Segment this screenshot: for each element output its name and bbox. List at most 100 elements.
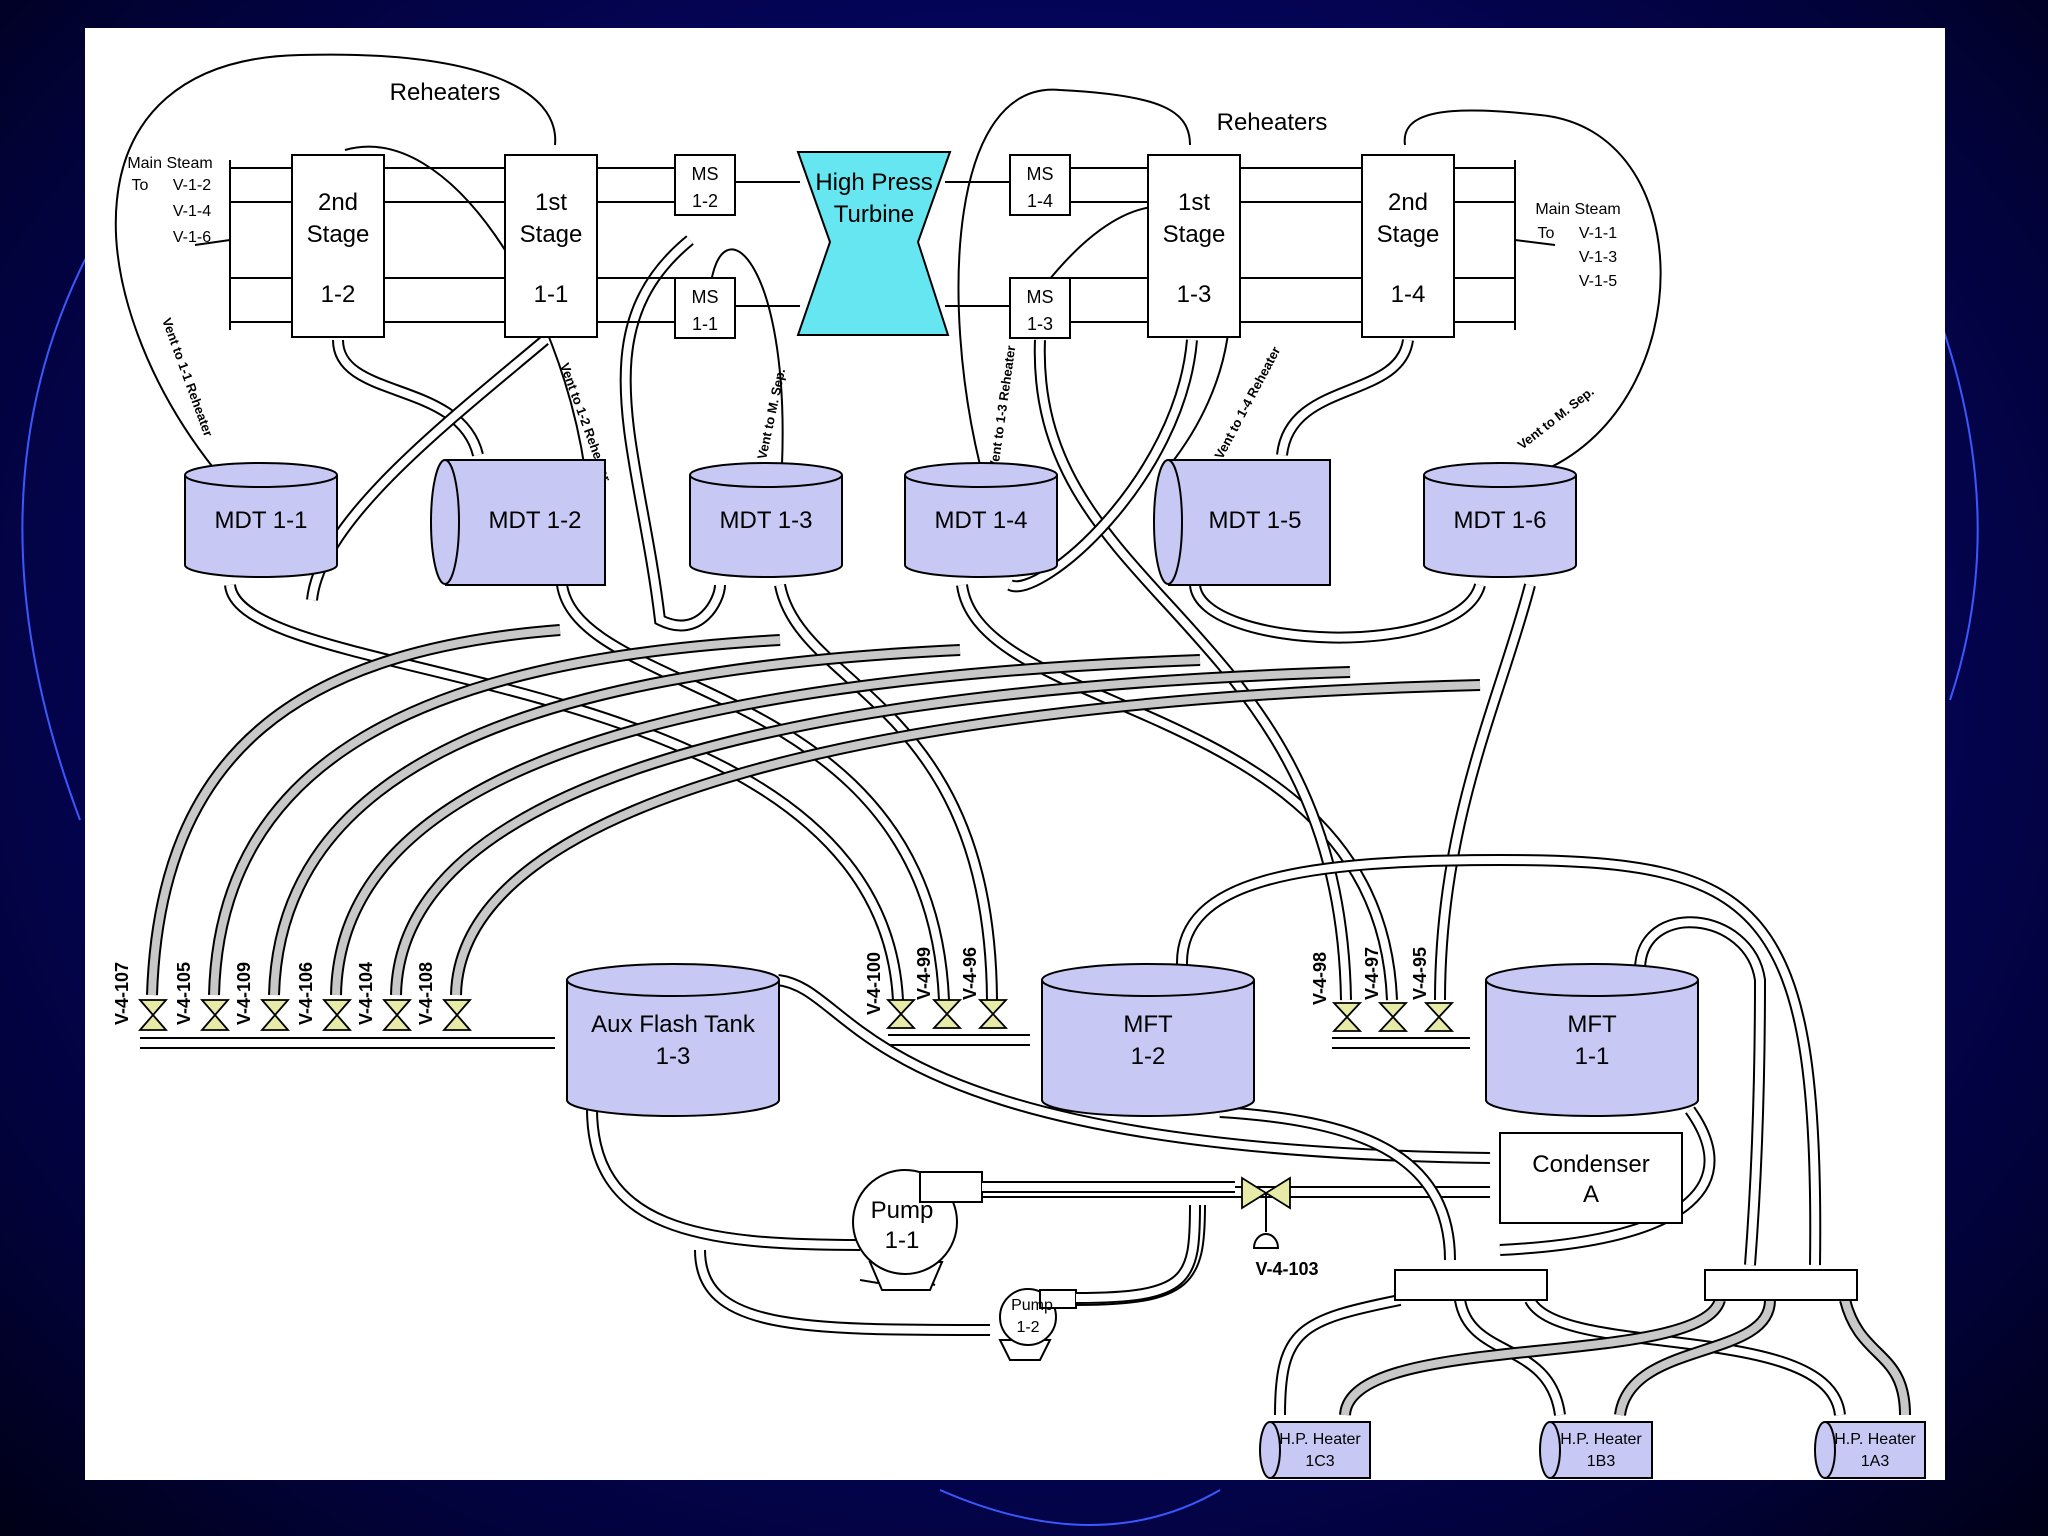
hp-heater-1c3: H.P. Heater 1C3 [1259, 1421, 1371, 1479]
svg-text:1st: 1st [535, 189, 567, 216]
svg-text:1-4: 1-4 [1027, 191, 1053, 211]
svg-text:1-1: 1-1 [534, 281, 569, 308]
svg-text:1B3: 1B3 [1587, 1453, 1616, 1470]
svg-text:MS: MS [1027, 164, 1054, 184]
svg-text:MS: MS [692, 287, 719, 307]
svg-text:High Press: High Press [815, 169, 932, 196]
control-valve-v-4-103[interactable]: V-4-103 [1241, 1176, 1319, 1279]
moisture-separator-1-3: MS 1-3 [1009, 277, 1071, 339]
svg-text:Stage: Stage [307, 221, 370, 248]
svg-text:1-4: 1-4 [1391, 281, 1426, 308]
valve-group-right: V-4-98 V-4-97 V-4-95 [1310, 947, 1455, 1032]
valve-v-4-99[interactable] [931, 999, 963, 1029]
svg-text:1-2: 1-2 [1131, 1043, 1166, 1070]
valve-v-4-106[interactable] [322, 999, 352, 1031]
svg-text:V-4-97: V-4-97 [1362, 947, 1382, 1000]
mdt-1-6: MDT 1-6 [1423, 462, 1577, 578]
svg-text:1A3: 1A3 [1861, 1453, 1890, 1470]
svg-text:V-4-109: V-4-109 [234, 962, 254, 1025]
valve-v-4-109[interactable] [260, 999, 290, 1031]
svg-text:1-3: 1-3 [1177, 281, 1212, 308]
svg-text:V-1-2: V-1-2 [173, 177, 211, 194]
header-box-left [1394, 1269, 1548, 1301]
vent-lines [114, 53, 1662, 471]
svg-text:To: To [1538, 225, 1555, 242]
high-pressure-turbine: High Press Turbine [796, 151, 952, 336]
mdt-1-1: MDT 1-1 [184, 462, 338, 578]
svg-text:MDT 1-3: MDT 1-3 [720, 507, 813, 534]
svg-text:V-4-96: V-4-96 [960, 947, 980, 1000]
valve-group-mid: V-4-100 V-4-99 V-4-96 [864, 947, 1009, 1029]
svg-text:V-4-103: V-4-103 [1255, 1259, 1318, 1279]
svg-text:Condenser: Condenser [1532, 1151, 1649, 1178]
svg-text:MDT 1-1: MDT 1-1 [215, 507, 308, 534]
svg-text:MDT 1-6: MDT 1-6 [1454, 507, 1547, 534]
hp-heater-1a3: H.P. Heater 1A3 [1814, 1421, 1926, 1479]
svg-text:1-1: 1-1 [885, 1227, 920, 1254]
svg-text:V-4-100: V-4-100 [864, 952, 884, 1015]
svg-text:Main Steam: Main Steam [127, 155, 212, 172]
vent-label-1-1: Vent to 1-1 Reheater [159, 316, 216, 439]
svg-text:H.P. Heater: H.P. Heater [1560, 1431, 1642, 1448]
svg-text:H.P. Heater: H.P. Heater [1834, 1431, 1916, 1448]
svg-text:V-4-99: V-4-99 [914, 947, 934, 1000]
svg-text:Stage: Stage [520, 221, 583, 248]
svg-text:MS: MS [692, 164, 719, 184]
svg-text:Turbine: Turbine [834, 201, 914, 228]
process-flow-diagram: 2nd Stage 1-2 1st Stage 1-1 1st Stage 1-… [112, 53, 1926, 1479]
condenser-a: Condenser A [1499, 1132, 1683, 1224]
svg-text:MFT: MFT [1123, 1011, 1173, 1038]
svg-text:2nd: 2nd [318, 189, 358, 216]
svg-text:V-1-5: V-1-5 [1579, 273, 1617, 290]
svg-text:1-1: 1-1 [1575, 1043, 1610, 1070]
flow-diagram-panel: 2nd Stage 1-2 1st Stage 1-1 1st Stage 1-… [85, 28, 1945, 1480]
svg-text:V-4-104: V-4-104 [356, 962, 376, 1025]
valve-v-4-95[interactable] [1423, 1002, 1455, 1032]
reheater-stage-1st-1-1: 1st Stage 1-1 [504, 154, 598, 338]
svg-text:V-1-4: V-1-4 [173, 203, 211, 220]
svg-text:1-3: 1-3 [656, 1043, 691, 1070]
svg-text:1C3: 1C3 [1305, 1453, 1334, 1470]
mdt-1-2: MDT 1-2 [430, 459, 606, 586]
valve-v-4-96[interactable] [977, 999, 1009, 1029]
svg-text:Stage: Stage [1377, 221, 1440, 248]
svg-text:1-2: 1-2 [692, 191, 718, 211]
reheaters-label-left: Reheaters [390, 79, 501, 106]
valve-v-4-108[interactable] [442, 999, 472, 1031]
svg-text:H.P. Heater: H.P. Heater [1279, 1431, 1361, 1448]
steam-lines [194, 160, 1556, 330]
main-steam-label-left: Main Steam To V-1-2 V-1-4 V-1-6 [127, 155, 212, 246]
moisture-separator-1-2: MS 1-2 [674, 154, 736, 216]
vent-label-1-3: Vent to 1-3 Reheater [986, 345, 1018, 471]
mdt-1-3: MDT 1-3 [689, 462, 843, 578]
valve-v-4-100[interactable] [885, 999, 917, 1029]
svg-text:1-1: 1-1 [692, 314, 718, 334]
reheaters-label-right: Reheaters [1217, 109, 1328, 136]
valve-v-4-104[interactable] [382, 999, 412, 1031]
header-box-right [1704, 1269, 1858, 1301]
svg-text:1-2: 1-2 [1016, 1319, 1039, 1336]
mdt-1-4: MDT 1-4 [904, 462, 1058, 578]
valve-v-4-97[interactable] [1377, 1002, 1409, 1032]
mft-1-1: MFT 1-1 [1485, 963, 1699, 1117]
svg-text:2nd: 2nd [1388, 189, 1428, 216]
svg-text:V-4-105: V-4-105 [174, 962, 194, 1025]
svg-text:V-1-1: V-1-1 [1579, 225, 1617, 242]
svg-text:Pump: Pump [871, 1197, 934, 1224]
mft-1-2: MFT 1-2 [1041, 963, 1255, 1117]
valve-v-4-107[interactable] [138, 999, 168, 1031]
svg-text:V-4-107: V-4-107 [112, 962, 132, 1025]
svg-text:1-2: 1-2 [321, 281, 356, 308]
svg-text:MS: MS [1027, 287, 1054, 307]
svg-text:V-4-95: V-4-95 [1410, 947, 1430, 1000]
svg-text:MFT: MFT [1567, 1011, 1617, 1038]
svg-text:1-3: 1-3 [1027, 314, 1053, 334]
moisture-separator-1-1: MS 1-1 [674, 277, 736, 339]
svg-text:Aux Flash Tank: Aux Flash Tank [591, 1011, 756, 1038]
svg-text:1st: 1st [1178, 189, 1210, 216]
valve-v-4-105[interactable] [200, 999, 230, 1031]
svg-text:Main Steam: Main Steam [1535, 201, 1620, 218]
drain-pipes [140, 235, 1911, 1417]
valve-v-4-98[interactable] [1331, 1002, 1363, 1032]
